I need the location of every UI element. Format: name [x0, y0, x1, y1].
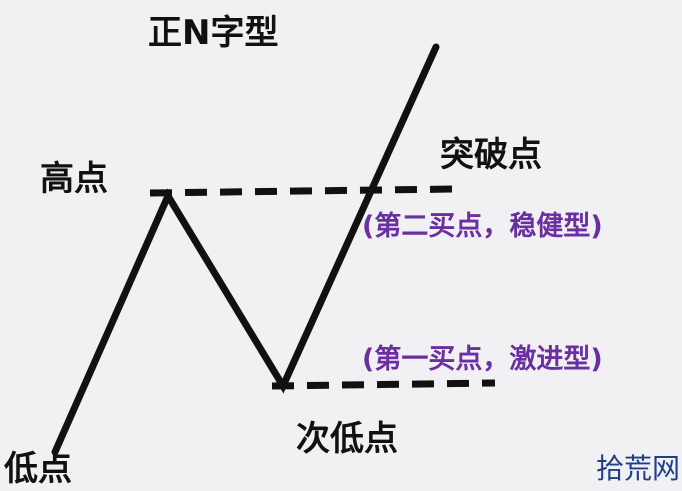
n-price-path	[51, 43, 440, 456]
low-point-label: 低点	[4, 449, 72, 489]
first-buy-point-label: (第一买点，激进型)	[362, 344, 603, 375]
high-dashed-line	[149, 185, 456, 197]
secondary-low-dashed-line	[271, 379, 496, 390]
diagram-title: 正N字型	[148, 13, 279, 53]
high-point-label: 高点	[40, 159, 108, 199]
watermark-text: 拾荒网	[596, 452, 681, 485]
second-buy-point-label: (第二买点，稳健型)	[362, 211, 603, 242]
secondary-low-label: 次低点	[296, 419, 398, 459]
breakout-point-label: 突破点	[440, 135, 542, 175]
